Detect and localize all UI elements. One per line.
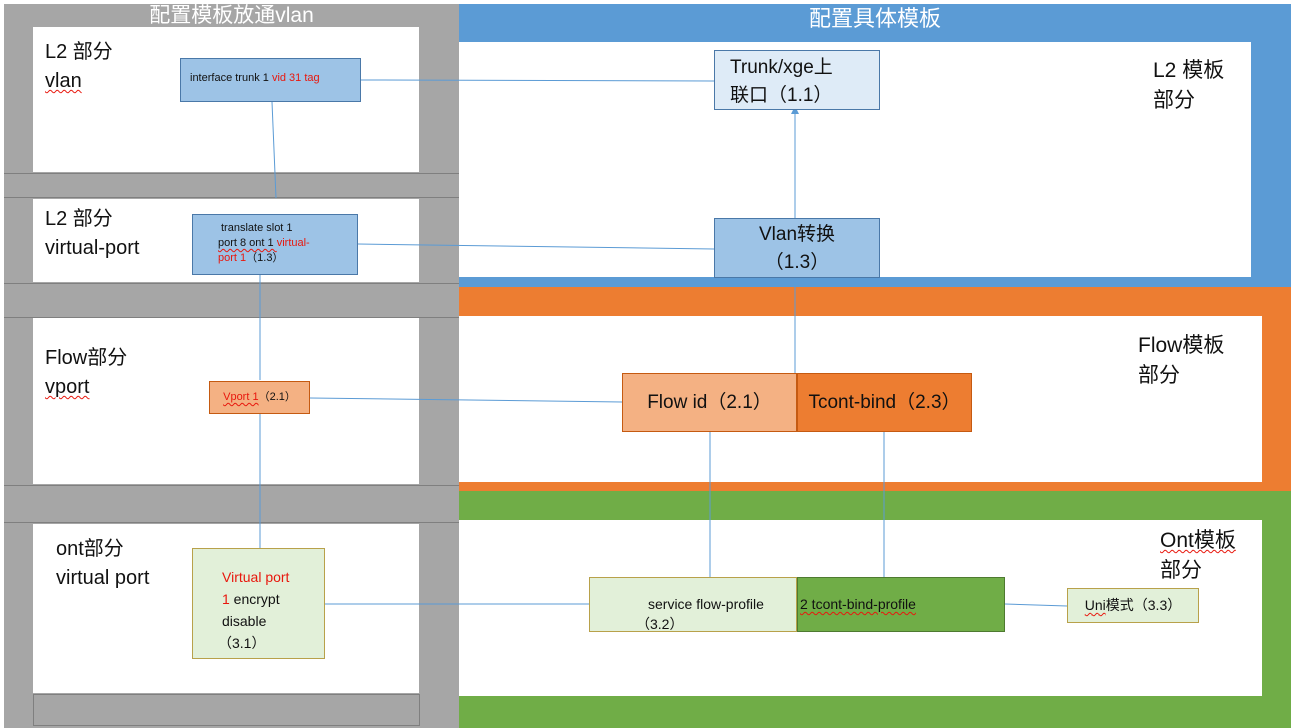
translate-command-ref: （1.3） <box>246 252 284 264</box>
section-title-l2-vlan: L2 部分 vlan <box>45 38 113 96</box>
trunk-uplink-line2: 联口（1.1） <box>730 85 833 106</box>
tcont-bind-box: Tcont-bind（2.3） <box>797 373 972 432</box>
vport-command-ref: （2.1） <box>258 391 296 403</box>
section-title-line2: vlan <box>45 70 82 92</box>
panel-title-flow: Flow模板 部分 <box>1138 331 1224 391</box>
separator-line <box>4 173 459 174</box>
section-title-line1: L2 部分 <box>45 208 113 230</box>
panel-title-line1: Ont模板 <box>1160 529 1236 552</box>
vlan-command-tag: vid 31 tag <box>271 72 320 84</box>
section-title-l2-virtual-port: L2 部分 virtual-port <box>45 205 139 263</box>
panel-title-line2: 部分 <box>1160 559 1202 582</box>
vlan-convert-line1: Vlan转换 <box>758 224 836 245</box>
ont-command-disable: disable <box>222 613 267 629</box>
uni-mode-box: Uni模式（3.3） <box>1067 588 1199 623</box>
tcont-bind-profile-text: 2 tcont-bind-profile <box>800 596 916 612</box>
section-title-line1: L2 部分 <box>45 41 113 63</box>
vlan-command-text: interface trunk 1 <box>190 72 272 84</box>
ont-command-encrypt: encrypt <box>229 591 280 607</box>
separator-line <box>4 485 459 486</box>
separator-line <box>4 522 459 523</box>
right-header: 配置具体模板 <box>808 6 941 31</box>
panel-title-line2: 部分 <box>1153 89 1195 112</box>
translate-command-vport-b: port 1 <box>218 252 247 264</box>
vlan-command-box: interface trunk 1 vid 31 tag <box>180 58 361 102</box>
trunk-uplink-box: Trunk/xge上 联口（1.1） <box>714 50 880 110</box>
translate-command-vport-a: virtual- <box>276 237 310 249</box>
ont-command-ref: （3.1） <box>218 635 266 651</box>
panel-title-line1: Flow模板 <box>1138 334 1225 357</box>
section-title-line1: ont部分 <box>56 538 124 560</box>
ont-command-box: Virtual port 1 encrypt disable （3.1） <box>192 548 325 659</box>
section-title-line2: virtual-port <box>45 237 140 259</box>
uni-mode-text: 模式（3.3） <box>1105 597 1182 613</box>
uni-mode-prefix: Uni <box>1084 597 1106 613</box>
translate-command-box: translate slot 1 port 8 ont 1 virtual- p… <box>192 214 358 275</box>
section-title-line2: virtual port <box>56 567 150 589</box>
panel-title-l2: L2 模板 部分 <box>1153 56 1224 116</box>
service-flow-profile-box: service flow-profile （3.2） <box>589 577 797 632</box>
section-title-line1: Flow部分 <box>45 347 128 369</box>
separator-line <box>4 283 459 284</box>
flow-id-box: Flow id（2.1） <box>622 373 797 432</box>
translate-command-line2: port 8 ont 1 <box>218 237 277 249</box>
vlan-convert-box: Vlan转换 （1.3） <box>714 218 880 278</box>
vport-command-box: Vport 1（2.1） <box>209 381 310 414</box>
tcont-bind-profile-box: 2 tcont-bind-profile <box>797 577 1005 632</box>
ont-command-port-num: 1 <box>222 591 230 607</box>
vport-command-text: Vport 1 <box>223 391 259 403</box>
service-flow-profile-ref: （3.2） <box>636 616 684 632</box>
section-title-flow-vport: Flow部分 vport <box>45 344 127 402</box>
vlan-convert-line2: （1.3） <box>764 252 830 273</box>
bottom-strip <box>33 694 420 726</box>
service-flow-profile-text: service flow-profile <box>648 596 764 612</box>
section-title-ont: ont部分 virtual port <box>56 535 149 593</box>
ont-command-line1: Virtual port <box>222 569 290 585</box>
trunk-uplink-line1: Trunk/xge上 <box>730 57 833 78</box>
panel-title-ont: Ont模板 部分 <box>1160 526 1236 586</box>
section-title-line2: vport <box>45 376 90 398</box>
separator-line <box>4 317 459 318</box>
panel-title-line1: L2 模板 <box>1153 59 1225 82</box>
separator-line <box>4 197 459 198</box>
panel-title-line2: 部分 <box>1138 364 1180 387</box>
translate-command-line1: translate slot 1 <box>221 222 293 234</box>
left-header: 配置模板放通vlan <box>149 4 314 27</box>
